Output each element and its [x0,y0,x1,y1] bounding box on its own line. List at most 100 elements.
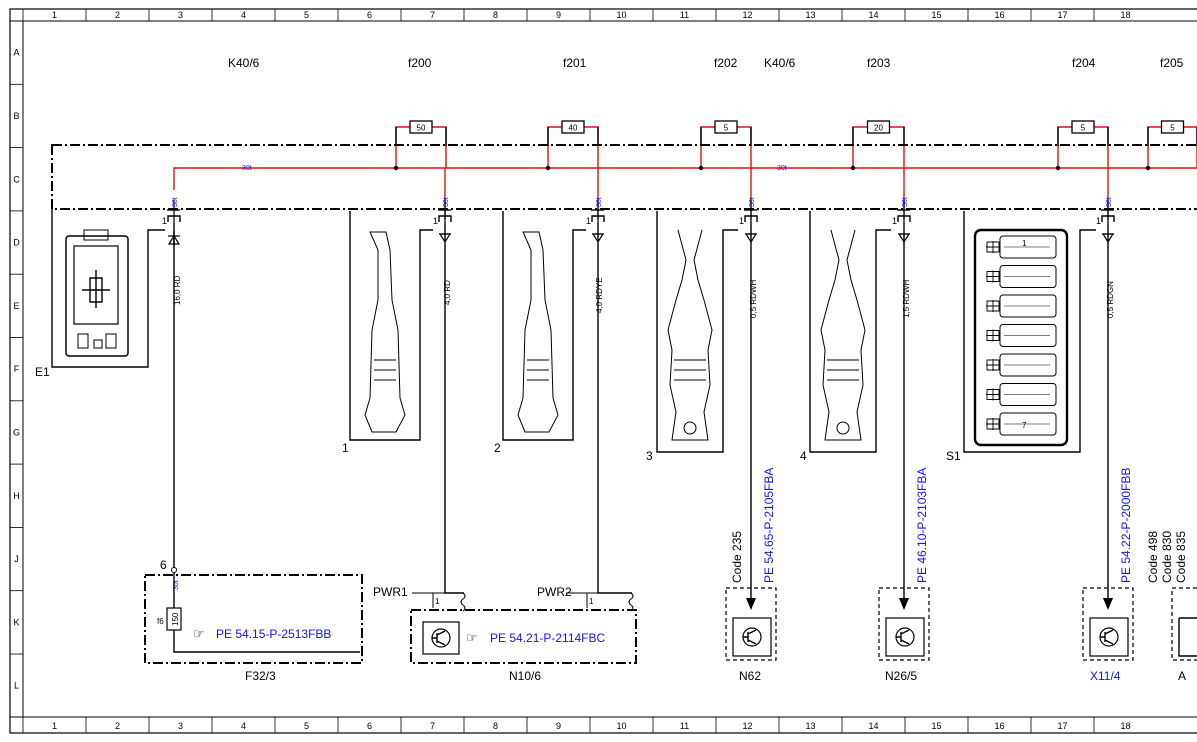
wire-label-5: 1,5 RDWH [902,280,911,318]
grid-col-top-6: 6 [367,10,372,20]
grid-col-top-4: 4 [241,10,246,20]
grid-col-bottom-10: 10 [616,721,626,731]
n10-ref-link[interactable]: PE 54.21-P-2114FBC [490,631,606,645]
grid-row-G: G [13,427,20,437]
code-498: Code 498 [1146,531,1160,583]
grid-col-top-9: 9 [556,10,561,20]
wire-label-1: 16,0 RD [173,275,182,305]
grid-row-K: K [13,617,19,627]
fuse-f202: 5 [700,120,752,168]
grid-row-D: D [13,238,20,248]
terminal-tag-2: 30t [443,197,450,207]
fuse-f200: 50 [395,120,447,168]
wire-label-6: 0,5 RDGN [1106,281,1115,318]
s1-label: S1 [946,449,961,463]
fuse-group: 50 40 5 20 5 5 [395,120,1197,168]
component-2: 2 [494,211,586,455]
fuse-rating-f200: 50 [417,124,426,133]
grid-col-bottom-11: 11 [680,721,689,731]
fuse-rating-f201: 40 [569,124,578,133]
fuse-rating-f204: 5 [1081,124,1086,133]
label-k40-left: K40/6 [228,56,260,70]
label-component-1: 1 [342,441,349,455]
s1-slot [986,294,1057,318]
grid-row-F: F [14,364,20,374]
label-f203: f203 [867,56,891,70]
grid-col-bottom-15: 15 [931,721,941,731]
grid-row-H: H [13,491,20,501]
bus-label-mid: 30t [777,165,787,172]
k40-enclosure [51,144,1197,210]
grid-row-E: E [13,301,19,311]
grid-col-top-14: 14 [868,10,878,20]
output-column-1: 30t 1 [162,197,181,246]
module-n62: Code 235 PE 54.65-P-2105FBA N62 [725,246,777,683]
label-f200: f200 [408,56,432,70]
f32-pin: 6 [160,558,167,572]
pwr2-label: PWR2 [537,585,572,599]
terminal-tag-1: 30t [172,197,179,207]
pin-label-1: 1 [162,216,167,226]
grid-col-top-7: 7 [430,10,435,20]
n26-label: N26/5 [885,669,917,683]
n10-label: N10/6 [509,669,541,683]
diagram-frame [9,8,1197,734]
grid-row-B: B [13,111,19,121]
bus-junctions [393,165,1151,171]
module-f32-3: 6 30t 150 f6 ☞ PE 54.15-P-2513FBB F32/3 [144,231,363,683]
module-n26-5: PE 46.10-P-2103FBA N26/5 [878,246,930,683]
code-830: Code 830 [1160,531,1174,583]
fuse-f201: 40 [547,120,599,168]
label-f201: f201 [563,56,587,70]
grid-col-bottom-6: 6 [367,721,372,731]
module-x11-4: PE 54.22-P-2000FBB X11/4 [1082,246,1134,683]
bus-30t [173,167,1197,190]
hand-pointer-icon: ☞ [466,630,478,645]
grid-col-top-3: 3 [178,10,183,20]
label-component-2: 2 [494,441,501,455]
grid-col-bottom-8: 8 [493,721,498,731]
grid-col-bottom-16: 16 [994,721,1004,731]
fuse-f203: 20 [852,120,905,168]
component-1: 1 [342,211,433,455]
label-f202: f202 [714,56,738,70]
f32-tag: 30t [173,580,180,590]
x11-label: X11/4 [1090,669,1121,683]
label-f205: f205 [1160,56,1184,70]
grid-col-top-8: 8 [493,10,498,20]
s1-pin-7: 7 [1022,421,1027,430]
grid-col-bottom-18: 18 [1120,721,1130,731]
grid-col-top-1: 1 [52,10,57,20]
fuse-rating-f205: 5 [1170,124,1175,133]
grid-col-bottom-5: 5 [304,721,309,731]
label-f204: f204 [1072,56,1096,70]
s1-slot [986,235,1057,259]
grid-col-top-18: 18 [1120,10,1130,20]
grid-col-bottom-14: 14 [868,721,878,731]
grid-col-bottom-17: 17 [1057,721,1067,731]
s1-pin-1: 1 [1022,239,1027,248]
s1-slot [986,265,1057,288]
x11-ref-link[interactable]: PE 54.22-P-2000FBB [1119,468,1133,583]
n26-ref-link[interactable]: PE 46.10-P-2103FBA [915,468,929,583]
f6-rating: 150 [171,612,180,626]
wire-label-4: 0,5 RDWH [749,280,758,318]
f32-ref-link[interactable]: PE 54.15-P-2513FBB [216,627,331,641]
fuse-f205: 5 [1147,120,1197,168]
grid-col-bottom-3: 3 [178,721,183,731]
label-component-3: 3 [646,449,653,463]
grid-col-bottom-4: 4 [241,721,246,731]
label-k40-right: K40/6 [764,56,796,70]
wire-label-2: 4,0 RD [443,280,452,305]
grid-col-bottom-1: 1 [52,721,57,731]
grid-col-top-16: 16 [994,10,1004,20]
grid-col-top-17: 17 [1057,10,1067,20]
n10-pin-2: 1 [589,597,594,606]
grid-col-top-11: 11 [680,10,689,20]
n62-ref-link[interactable]: PE 54.65-P-2105FBA [762,468,776,583]
module-n10-6: PWR1 PWR2 1 1 ☞ PE 54.21-P-2114FBC N10/6 [373,246,637,683]
